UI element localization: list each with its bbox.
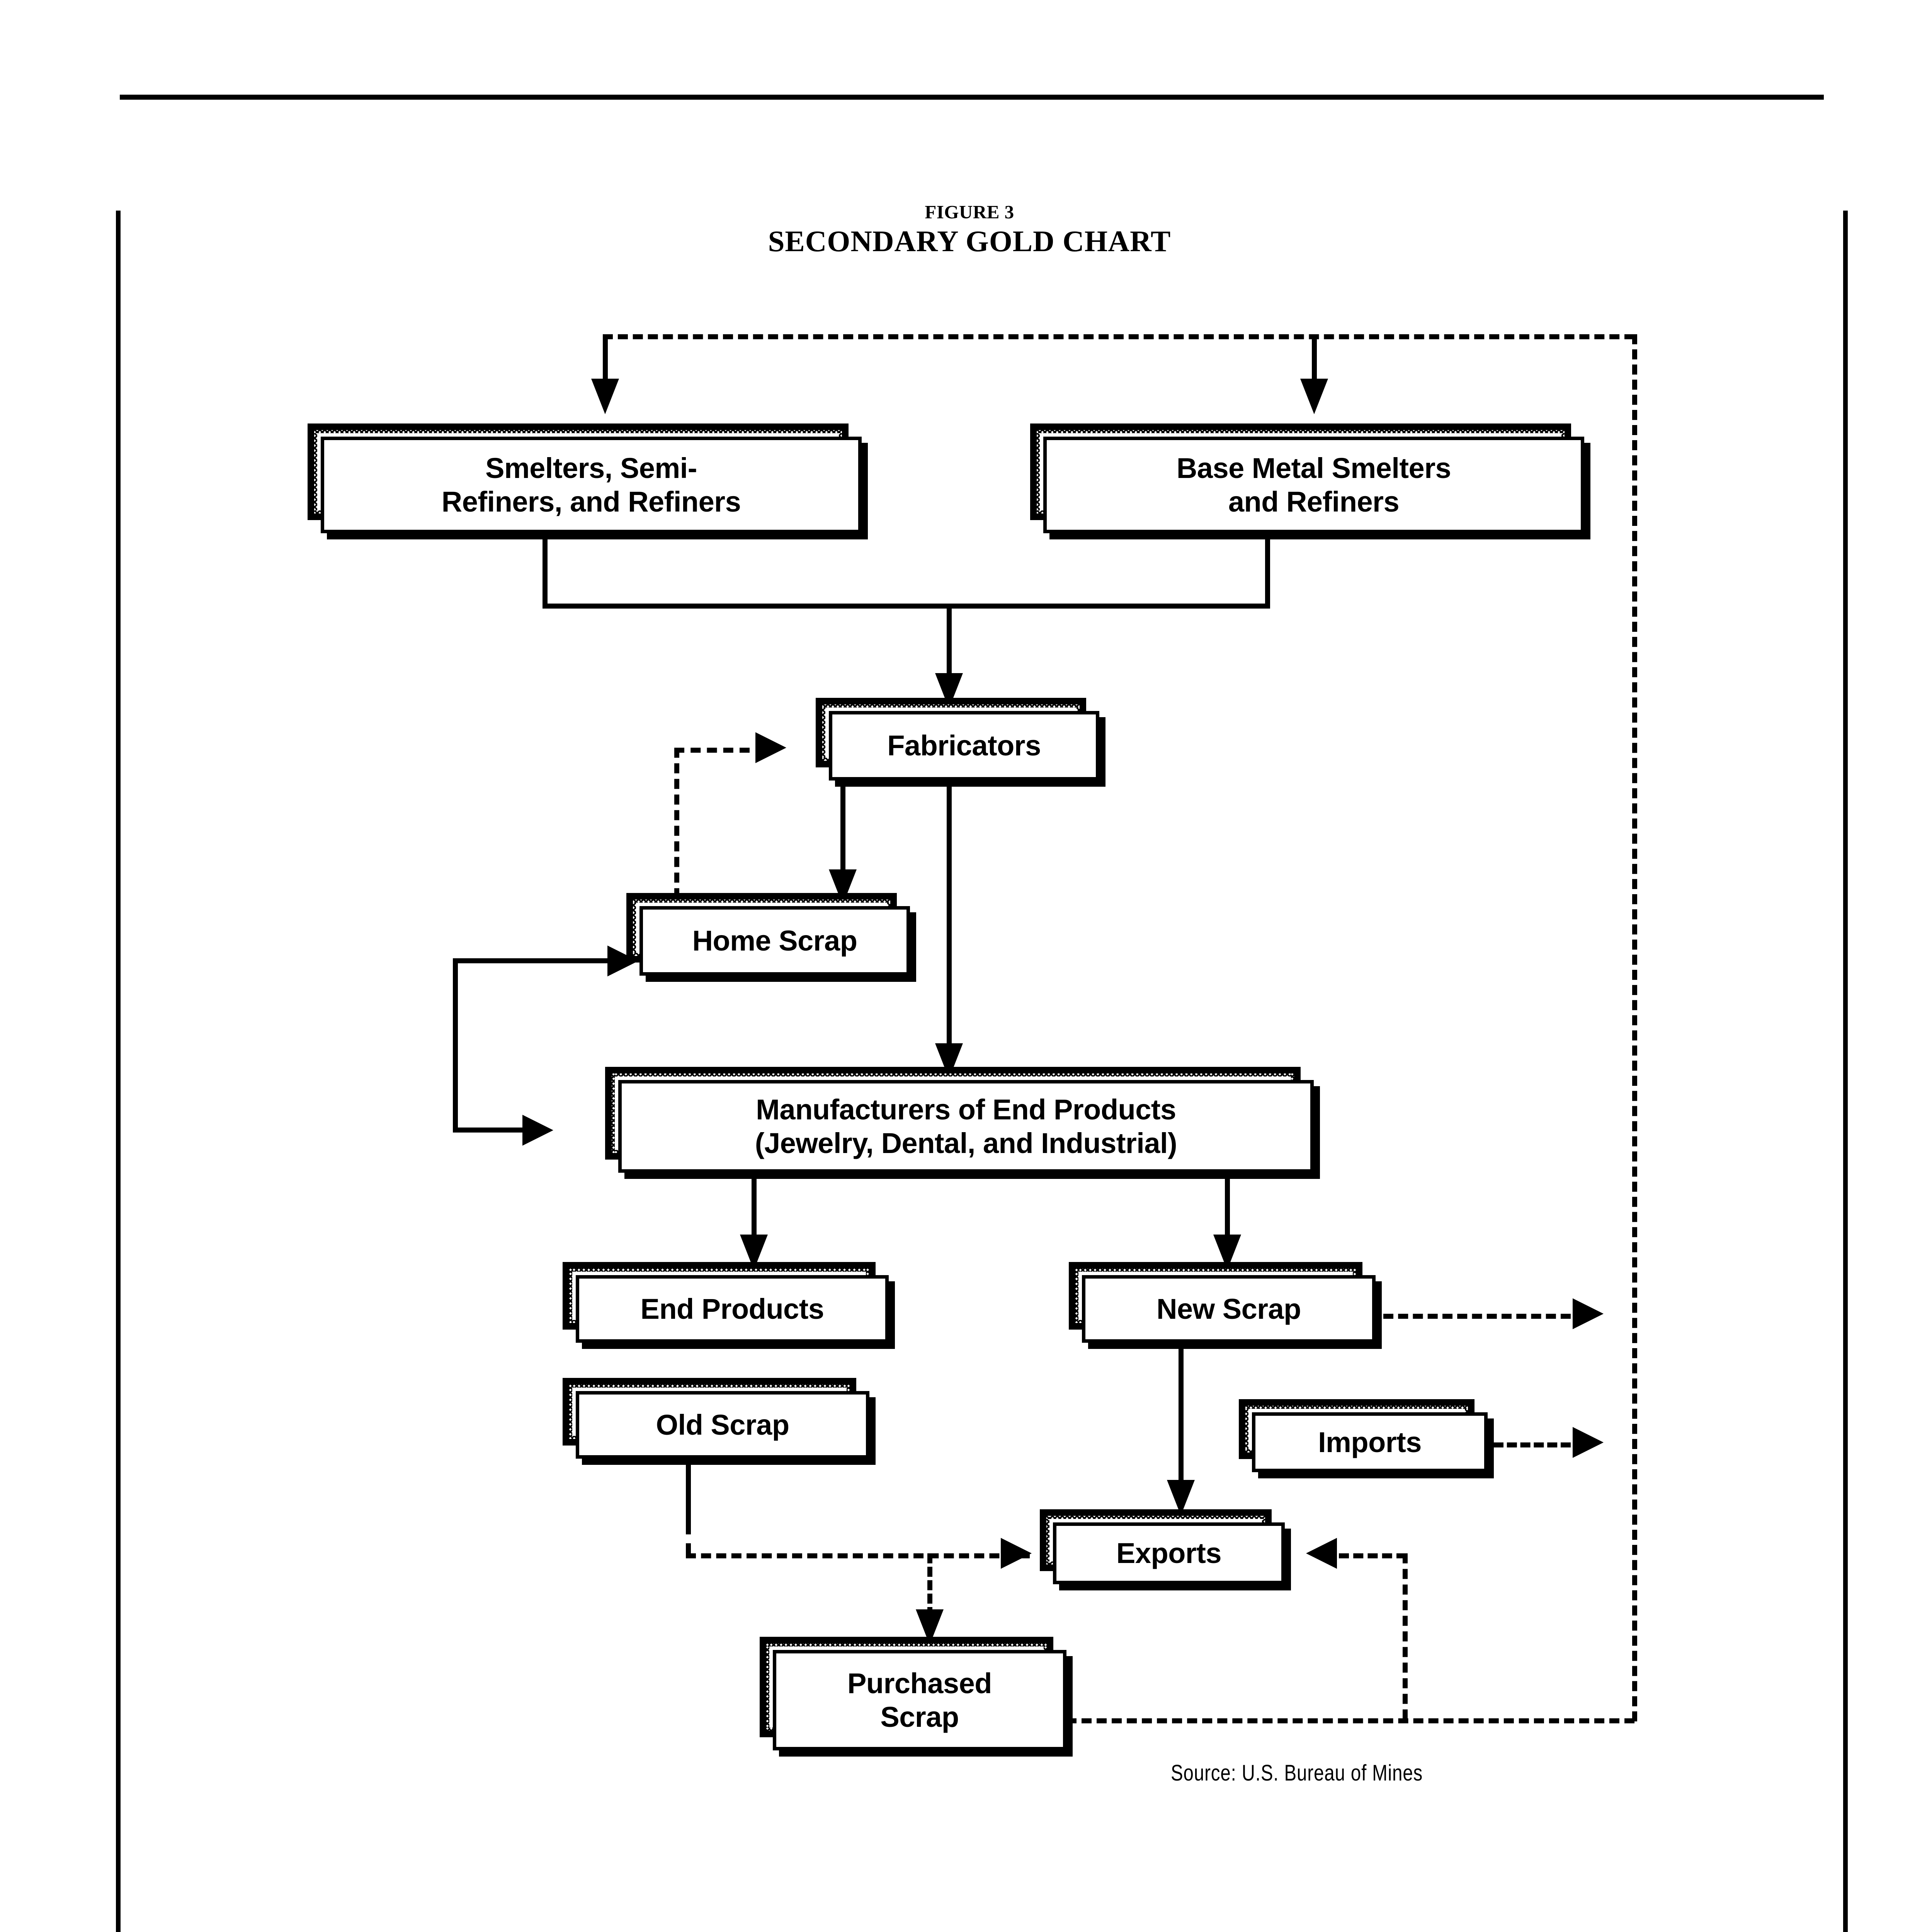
- node-label-line1: End Products: [640, 1293, 824, 1325]
- arrowhead-into-home-scrap-left: [607, 946, 638, 976]
- node-front-plate: Manufacturers of End Products (Jewelry, …: [618, 1080, 1314, 1173]
- edge-home-to-fabricators-h: [674, 748, 750, 753]
- figure-number: FIGURE 3: [925, 201, 1014, 223]
- header-rule: [120, 95, 1824, 100]
- node-label-line2: Refiners, and Refiners: [441, 486, 741, 518]
- node-front-plate: Home Scrap: [639, 906, 910, 976]
- node-label-line1: Manufacturers of End Products: [756, 1093, 1176, 1126]
- edge-new-scrap-to-exports: [1179, 1349, 1184, 1495]
- source-note: Source: U.S. Bureau of Mines: [1171, 1760, 1423, 1786]
- node-exports[interactable]: Exports: [1040, 1509, 1285, 1584]
- node-label-line1: Imports: [1318, 1426, 1422, 1458]
- edge-smelters-down: [543, 539, 548, 607]
- edge-bus-to-base-metal: [1312, 334, 1317, 384]
- left-margin-rule: [116, 211, 121, 1932]
- node-label-line2: Scrap: [880, 1701, 959, 1733]
- edge-old-scrap-to-exports: [686, 1553, 1030, 1558]
- node-new-scrap[interactable]: New Scrap: [1069, 1262, 1376, 1343]
- node-base-metal-smelters[interactable]: Base Metal Smelters and Refiners: [1030, 423, 1584, 533]
- node-purchased-scrap[interactable]: Purchased Scrap: [760, 1637, 1066, 1750]
- node-front-plate: Old Scrap: [576, 1391, 869, 1459]
- node-label-line1: Old Scrap: [656, 1408, 789, 1441]
- edge-old-scrap-drop: [686, 1524, 691, 1553]
- edge-manufacturers-to-end-products: [752, 1179, 757, 1252]
- node-label-line1: Base Metal Smelters: [1176, 452, 1451, 484]
- edge-recycle-bus-right: [1632, 334, 1637, 1721]
- arrowhead-new-scrap-to-bus: [1573, 1298, 1604, 1329]
- node-front-plate: New Scrap: [1082, 1275, 1376, 1343]
- edge-return-to-exports-v: [1403, 1553, 1408, 1719]
- node-front-plate: End Products: [576, 1275, 889, 1343]
- edge-bus-to-smelters: [603, 334, 608, 384]
- edge-imports-to-bus: [1493, 1442, 1571, 1447]
- edge-to-purchased-scrap: [927, 1553, 932, 1617]
- edge-base-metal-down: [1265, 539, 1270, 607]
- edge-join-to-fabricators: [947, 604, 952, 681]
- edge-loop-vertical: [453, 958, 458, 1132]
- right-margin-rule: [1843, 211, 1848, 1932]
- node-front-plate: Exports: [1053, 1522, 1285, 1584]
- arrowhead-imports-to-bus: [1573, 1427, 1604, 1458]
- node-smelters[interactable]: Smelters, Semi- Refiners, and Refiners: [308, 423, 862, 533]
- edge-loop-bottom-h: [453, 1128, 526, 1133]
- node-label-line1: Smelters, Semi-: [485, 452, 697, 484]
- edge-new-scrap-to-bus: [1383, 1314, 1571, 1319]
- node-home-scrap[interactable]: Home Scrap: [626, 893, 910, 976]
- arrowhead-into-exports-left: [1001, 1538, 1032, 1569]
- node-label-line2: (Jewelry, Dental, and Industrial): [755, 1127, 1177, 1159]
- node-front-plate: Purchased Scrap: [773, 1650, 1066, 1750]
- arrowhead-into-smelters: [591, 379, 619, 414]
- node-label-line1: New Scrap: [1156, 1293, 1301, 1325]
- edge-return-to-exports-h: [1339, 1553, 1406, 1558]
- edge-home-to-fabricators-v: [674, 748, 679, 914]
- node-front-plate: Base Metal Smelters and Refiners: [1043, 437, 1584, 533]
- edge-fabricators-to-home: [840, 787, 845, 876]
- node-fabricators[interactable]: Fabricators: [816, 698, 1099, 781]
- node-front-plate: Imports: [1252, 1412, 1488, 1472]
- arrowhead-into-exports-right: [1306, 1538, 1337, 1569]
- edge-loop-top-h: [453, 958, 607, 963]
- arrowhead-into-manufacturers-left: [522, 1115, 553, 1146]
- node-label-line2: and Refiners: [1228, 486, 1400, 518]
- edge-recycle-bus-top: [603, 334, 1634, 339]
- edge-fabricators-to-manufacturers: [947, 787, 952, 1049]
- node-label-line1: Purchased: [847, 1667, 992, 1699]
- node-label-line1: Fabricators: [887, 730, 1041, 762]
- node-old-scrap[interactable]: Old Scrap: [563, 1378, 869, 1459]
- arrowhead-into-fabricators-left: [755, 732, 786, 763]
- edge-manufacturers-to-new-scrap: [1225, 1179, 1230, 1252]
- node-front-plate: Smelters, Semi- Refiners, and Refiners: [321, 437, 862, 533]
- arrowhead-into-base-metal: [1300, 379, 1328, 414]
- edge-purchased-to-bus: [1066, 1718, 1634, 1723]
- node-manufacturers[interactable]: Manufacturers of End Products (Jewelry, …: [605, 1067, 1314, 1173]
- node-front-plate: Fabricators: [829, 711, 1099, 781]
- edge-old-scrap-down: [686, 1464, 691, 1524]
- node-label-line1: Exports: [1116, 1537, 1222, 1570]
- node-label-line1: Home Scrap: [692, 925, 857, 957]
- node-imports[interactable]: Imports: [1239, 1399, 1488, 1472]
- node-end-products[interactable]: End Products: [563, 1262, 889, 1343]
- edge-join-bar: [543, 604, 1270, 609]
- figure-title: SECONDARY GOLD CHART: [768, 224, 1171, 258]
